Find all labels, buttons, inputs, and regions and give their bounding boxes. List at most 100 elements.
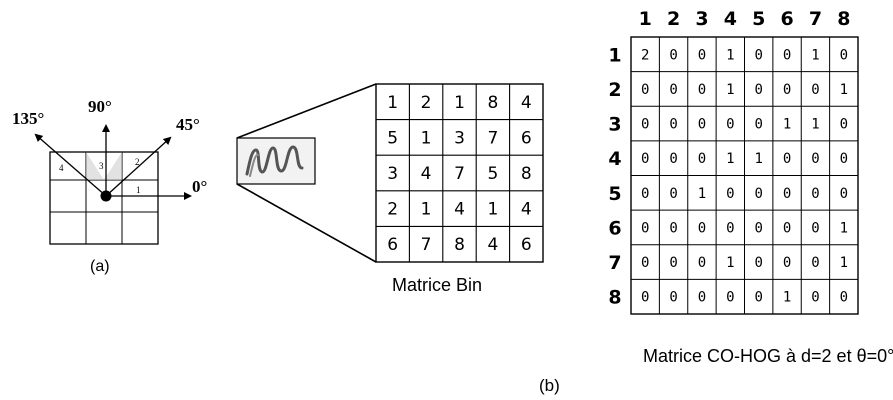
caption-b: (b) [539, 376, 560, 395]
cohog-cell-value: 0 [641, 255, 649, 271]
cohog-cell-value: 1 [783, 117, 791, 133]
cohog-cell-value: 0 [840, 47, 848, 63]
cohog-matrix: 2 0 0 1 0 0 1 0 0 0 0 1 0 0 0 1 0 0 0 0 0 1 1 0 0 0 0 1 1 0 0 0 0 0 1 0 0 0 0 0… [630, 36, 859, 315]
bin-matrix-caption: Matrice Bin [392, 275, 482, 295]
cohog-cell-value: 0 [698, 47, 706, 63]
cohog-cell-value: 0 [641, 151, 649, 167]
bin-cell-value: 1 [454, 93, 465, 113]
cohog-cell-value: 0 [811, 220, 819, 236]
cohog-col-header: 7 [809, 8, 822, 30]
cohog-col-header: 3 [695, 8, 708, 30]
bin-cell-value: 6 [521, 128, 532, 148]
bin-cell-value: 7 [421, 235, 432, 255]
bin-cell-value: 1 [487, 200, 498, 220]
cohog-cell-value: 0 [840, 117, 848, 133]
cohog-cell-value: 0 [726, 290, 734, 306]
cohog-cell-value: 0 [754, 117, 762, 133]
cohog-cell-value: 1 [726, 151, 734, 167]
cohog-cell-value: 0 [783, 186, 791, 202]
cohog-col-header: 6 [780, 8, 793, 30]
grid-border [49, 151, 159, 245]
direction-arrows [34, 124, 192, 202]
cohog-cell-value: 0 [669, 220, 677, 236]
cohog-row-header: 3 [608, 114, 621, 136]
cohog-cell-value: 1 [840, 82, 848, 98]
angle-label-45: 45° [176, 115, 200, 134]
cohog-cell-value: 0 [669, 151, 677, 167]
bin-cell-value: 4 [521, 93, 532, 113]
direction-grid [49, 151, 159, 245]
bin-cell-value: 4 [487, 235, 498, 255]
bin-cell-value: 3 [387, 164, 398, 184]
cohog-cell-value: 0 [669, 186, 677, 202]
cohog-row-header: 6 [608, 217, 621, 239]
cohog-cell-value: 0 [641, 186, 649, 202]
cohog-col-header: 2 [667, 8, 680, 30]
cohog-row-header: 8 [608, 287, 621, 309]
cohog-col-header: 1 [639, 8, 652, 30]
cohog-col-header: 4 [724, 8, 737, 30]
cohog-col-header: 5 [752, 8, 765, 30]
cohog-cell-value: 0 [840, 151, 848, 167]
cohog-cell-value: 1 [754, 151, 762, 167]
bin-cell-value: 1 [387, 93, 398, 113]
bin-cell-value: 5 [387, 128, 398, 148]
cohog-cell-value: 0 [811, 82, 819, 98]
angle-label-135: 135° [12, 109, 44, 128]
cohog-cell-value: 0 [754, 290, 762, 306]
cohog-cell-value: 1 [726, 255, 734, 271]
cohog-cell-value: 0 [783, 220, 791, 236]
cohog-cell-value: 0 [840, 290, 848, 306]
zoom-line-bottom [236, 183, 377, 263]
caption-a: (a) [90, 258, 110, 275]
cohog-cell-value: 0 [754, 255, 762, 271]
cohog-cell-value: 0 [669, 290, 677, 306]
handwriting-patch [236, 137, 316, 185]
bin-cell-value: 8 [454, 235, 465, 255]
bin-cell-value: 8 [487, 93, 498, 113]
cohog-cell-value: 0 [669, 117, 677, 133]
cohog-cell-value: 0 [669, 47, 677, 63]
cohog-cell-value: 1 [811, 117, 819, 133]
cohog-cell-value: 0 [698, 220, 706, 236]
cohog-cell-value: 0 [783, 47, 791, 63]
zoom-line-top [236, 83, 377, 139]
sector-number-2: 2 [135, 157, 140, 167]
cohog-cell-value: 0 [698, 151, 706, 167]
arrow-45 [105, 136, 172, 197]
bin-cell-value: 1 [421, 200, 432, 220]
cohog-row-header: 5 [608, 183, 621, 205]
bin-cell-value: 6 [521, 235, 532, 255]
cohog-cell-value: 0 [698, 82, 706, 98]
handwriting-stroke [245, 145, 304, 176]
cohog-row-header: 4 [608, 148, 621, 170]
cohog-cell-value: 0 [726, 220, 734, 236]
cohog-cell-value: 1 [811, 47, 819, 63]
cohog-cell-value: 1 [726, 82, 734, 98]
cohog-cell-value: 1 [840, 220, 848, 236]
sector-shade [104, 152, 122, 180]
bin-cell-value: 4 [454, 200, 465, 220]
bin-cell-value: 7 [487, 128, 498, 148]
cohog-cell-value: 0 [726, 186, 734, 202]
cohog-cell-value: 1 [726, 47, 734, 63]
angle-label-0: 0° [192, 177, 207, 196]
cohog-cell-value: 1 [783, 290, 791, 306]
cohog-cell-value: 0 [754, 220, 762, 236]
cohog-cell-value: 0 [641, 220, 649, 236]
cohog-cell-value: 0 [811, 255, 819, 271]
cohog-cell-value: 2 [641, 47, 649, 63]
cohog-cell-value: 0 [698, 255, 706, 271]
cohog-row-header: 1 [608, 44, 621, 66]
sector-number-1: 1 [136, 185, 141, 195]
cohog-cell-value: 0 [669, 82, 677, 98]
bin-cell-value: 3 [454, 128, 465, 148]
cohog-cell-value: 0 [754, 47, 762, 63]
cohog-cell-value: 1 [840, 255, 848, 271]
cohog-cell-value: 0 [840, 186, 848, 202]
cohog-cell-value: 0 [726, 117, 734, 133]
cohog-cell-value: 0 [669, 255, 677, 271]
angle-label-90: 90° [88, 97, 112, 116]
bin-cell-value: 6 [387, 235, 398, 255]
